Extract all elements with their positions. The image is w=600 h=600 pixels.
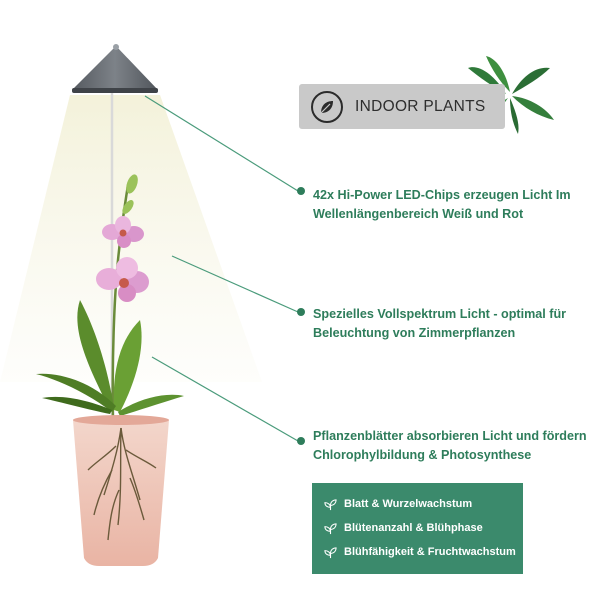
feature-callout: 42x Hi-Power LED-Chips erzeugen Licht Im… <box>313 188 571 221</box>
sprout-icon <box>324 498 337 510</box>
benefit-label: Blühfähigkeit & Fruchtwachstum <box>344 546 516 558</box>
sprout-icon <box>324 522 337 534</box>
feature-callout: Spezielles Vollspektrum Licht - optimal … <box>313 307 567 340</box>
lamp-head <box>72 44 158 93</box>
flower-buds <box>122 174 138 214</box>
category-label: INDOOR PLANTS <box>355 97 486 115</box>
benefit-item: Blatt & Wurzelwachstum <box>324 492 523 516</box>
feature-callout: Pflanzenblätter absorbieren Licht und fö… <box>313 429 587 462</box>
orchid-flower <box>102 216 144 248</box>
leaf-icon <box>311 90 343 123</box>
leader-dot <box>297 187 305 195</box>
plant-roots <box>87 427 157 541</box>
plant-leaves <box>36 300 184 416</box>
sprout-icon <box>324 546 337 558</box>
benefit-label: Blatt & Wurzelwachstum <box>344 498 473 510</box>
benefit-label: Blütenanzahl & Blühphase <box>344 522 483 534</box>
orchid-flower <box>96 257 149 302</box>
benefit-item: Blütenanzahl & Blühphase <box>324 516 523 540</box>
leader-lines <box>144 95 299 442</box>
leader-dot <box>297 437 305 445</box>
leader-dot <box>297 308 305 316</box>
benefit-item: Blühfähigkeit & Fruchtwachstum <box>324 540 523 564</box>
flower-pot <box>73 415 169 566</box>
benefits-box: Blatt & Wurzelwachstum Blütenanzahl & Bl… <box>312 483 523 574</box>
category-badge: INDOOR PLANTS <box>299 84 505 129</box>
